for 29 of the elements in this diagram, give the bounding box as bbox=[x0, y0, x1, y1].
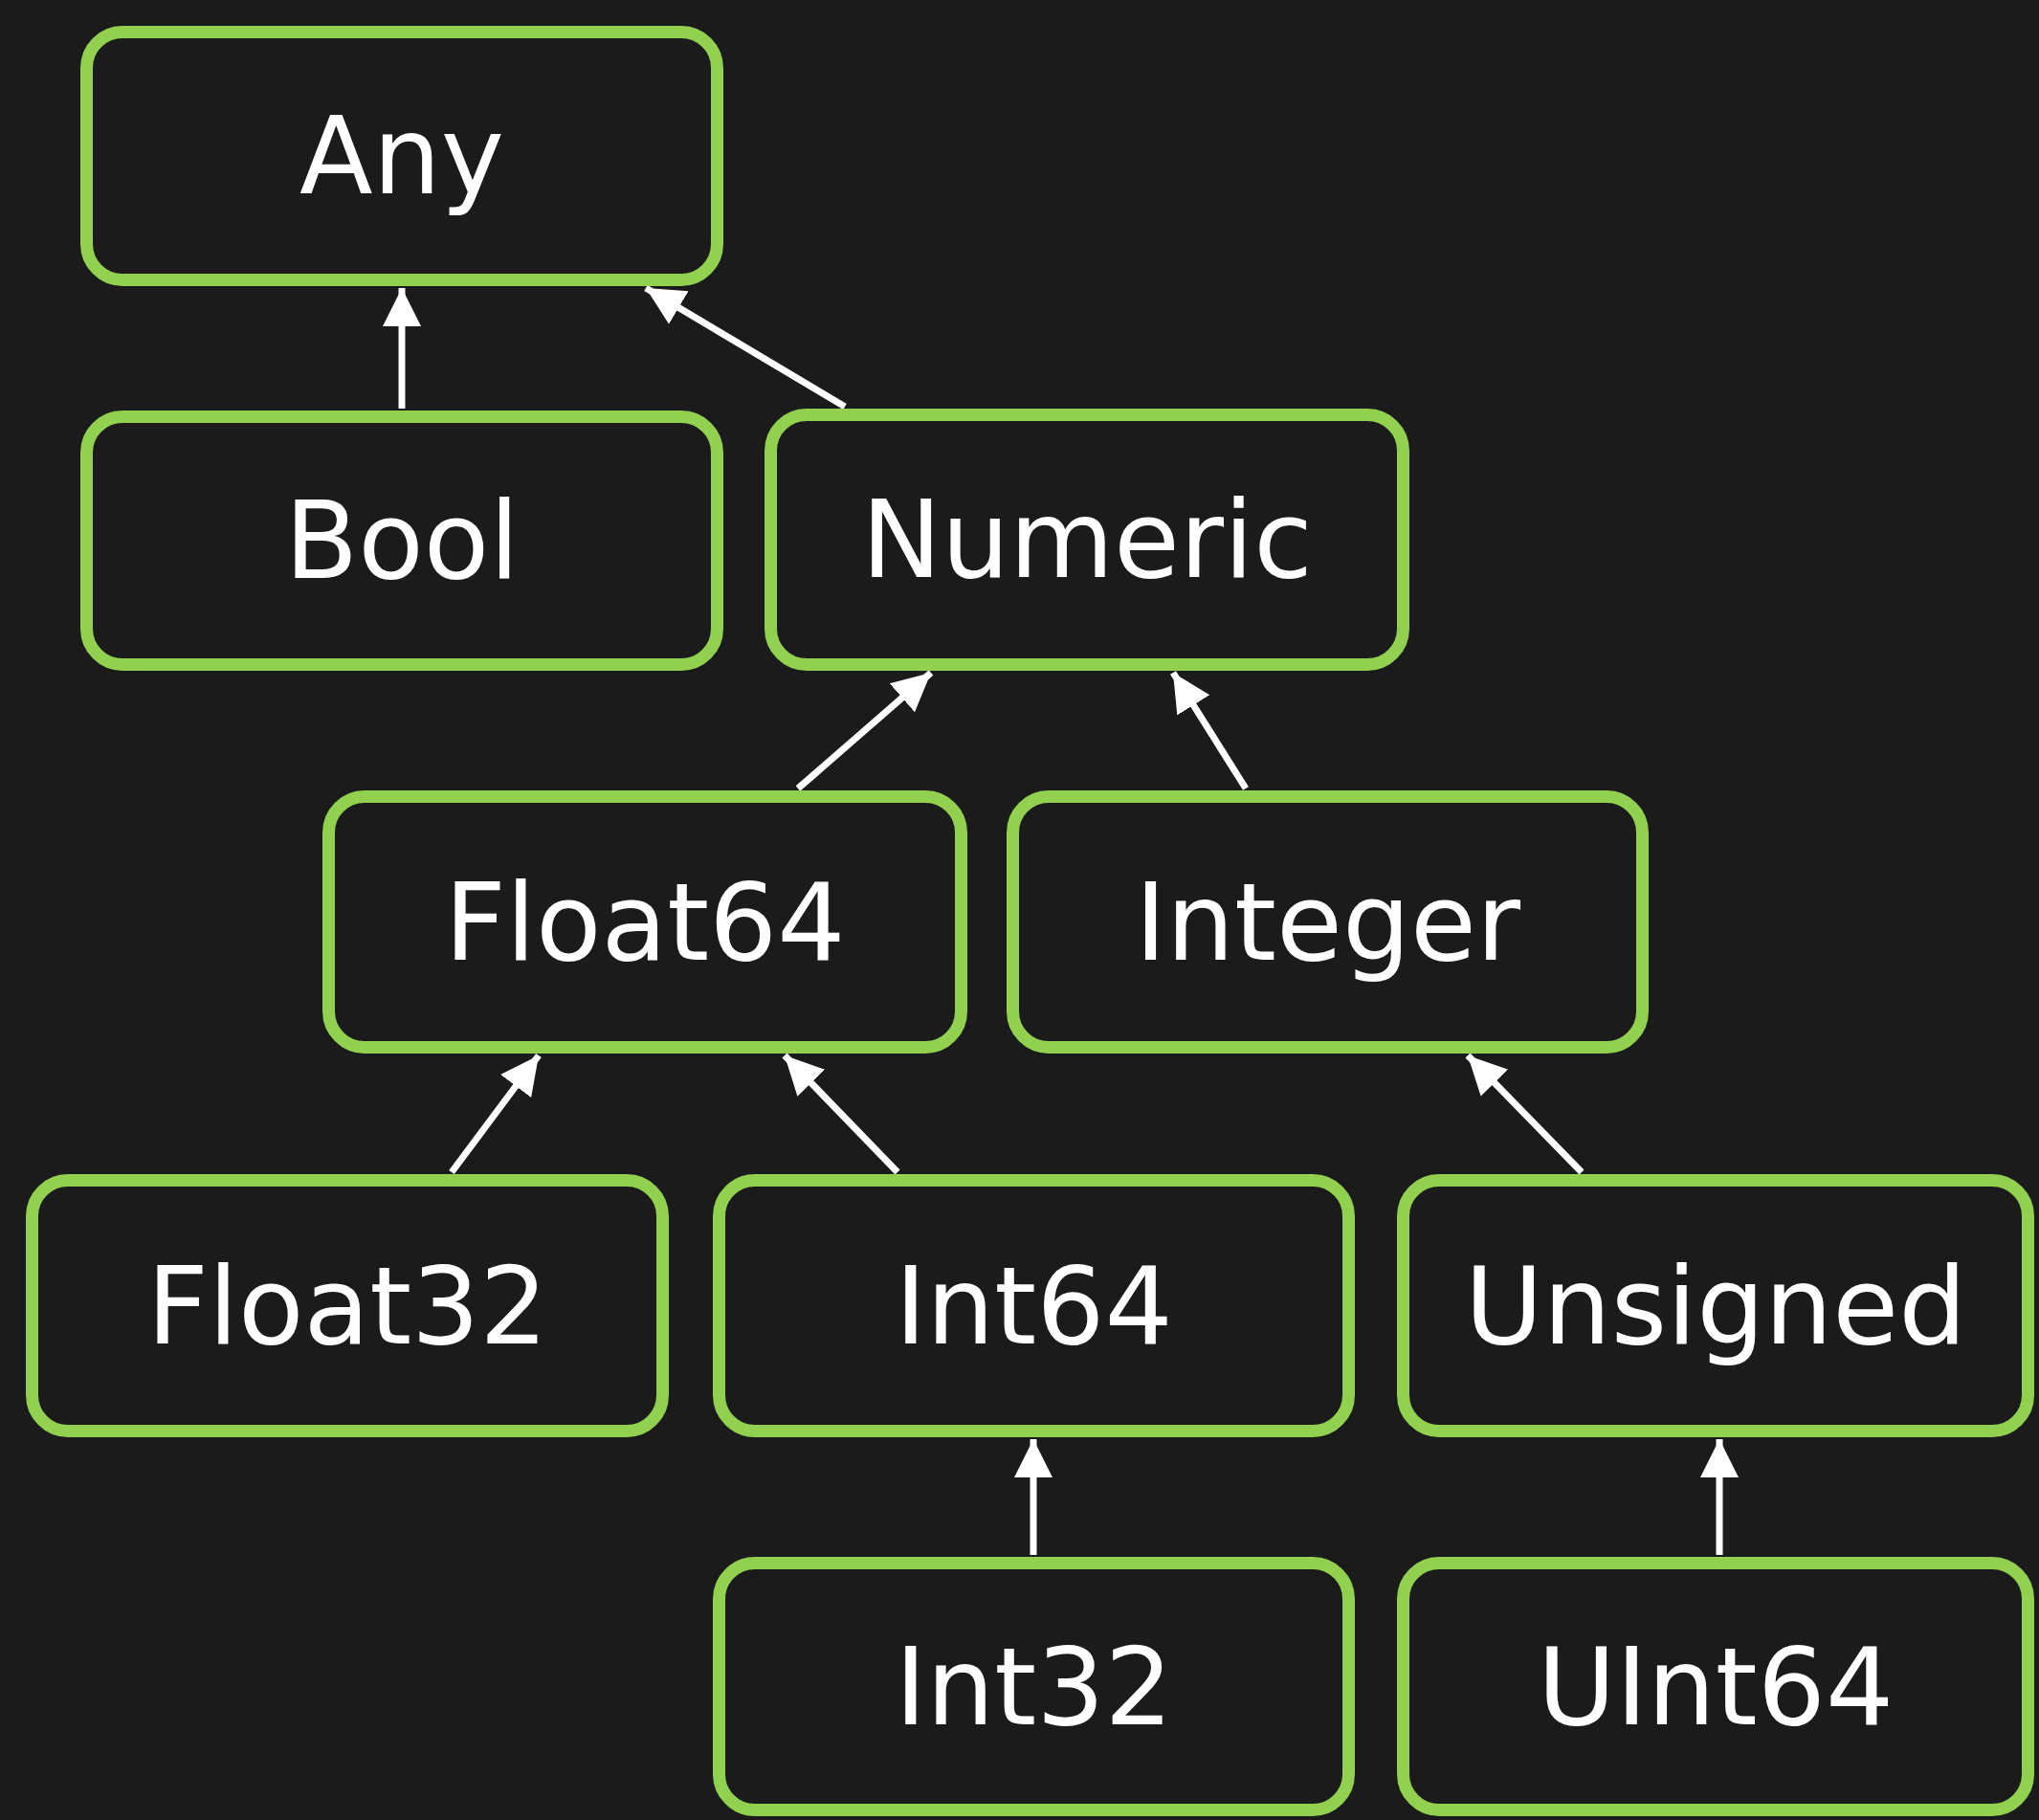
arrow bbox=[1014, 1439, 1053, 1555]
type-name: Unsigned bbox=[1464, 1243, 1967, 1368]
type-name: Int64 bbox=[895, 1243, 1173, 1368]
type-name: Int32 bbox=[895, 1624, 1173, 1749]
arrow bbox=[644, 285, 847, 410]
type-name: Float64 bbox=[444, 859, 846, 985]
type-box bbox=[1397, 1174, 2034, 1437]
type-box bbox=[322, 790, 967, 1054]
arrow bbox=[1465, 1053, 1585, 1175]
arrow bbox=[795, 670, 934, 791]
arrow bbox=[782, 1053, 900, 1175]
type-box bbox=[1397, 1557, 2034, 1816]
type-box bbox=[1007, 790, 1649, 1054]
type-name: Float32 bbox=[146, 1243, 548, 1368]
type-name: Numeric bbox=[861, 477, 1313, 602]
arrow bbox=[1170, 671, 1249, 790]
type-box bbox=[765, 409, 1409, 671]
type-name: UInt64 bbox=[1537, 1624, 1895, 1749]
type-name: Bool bbox=[284, 478, 520, 603]
type-box bbox=[26, 1174, 669, 1437]
arrow bbox=[449, 1053, 542, 1175]
type-box bbox=[80, 26, 723, 286]
type-box bbox=[80, 411, 723, 671]
type-name: Integer bbox=[1135, 859, 1520, 985]
arrow bbox=[1700, 1439, 1739, 1555]
arrow bbox=[383, 288, 421, 409]
type-box bbox=[713, 1174, 1355, 1437]
type-box bbox=[713, 1557, 1355, 1816]
type-name: Any bbox=[299, 94, 504, 218]
